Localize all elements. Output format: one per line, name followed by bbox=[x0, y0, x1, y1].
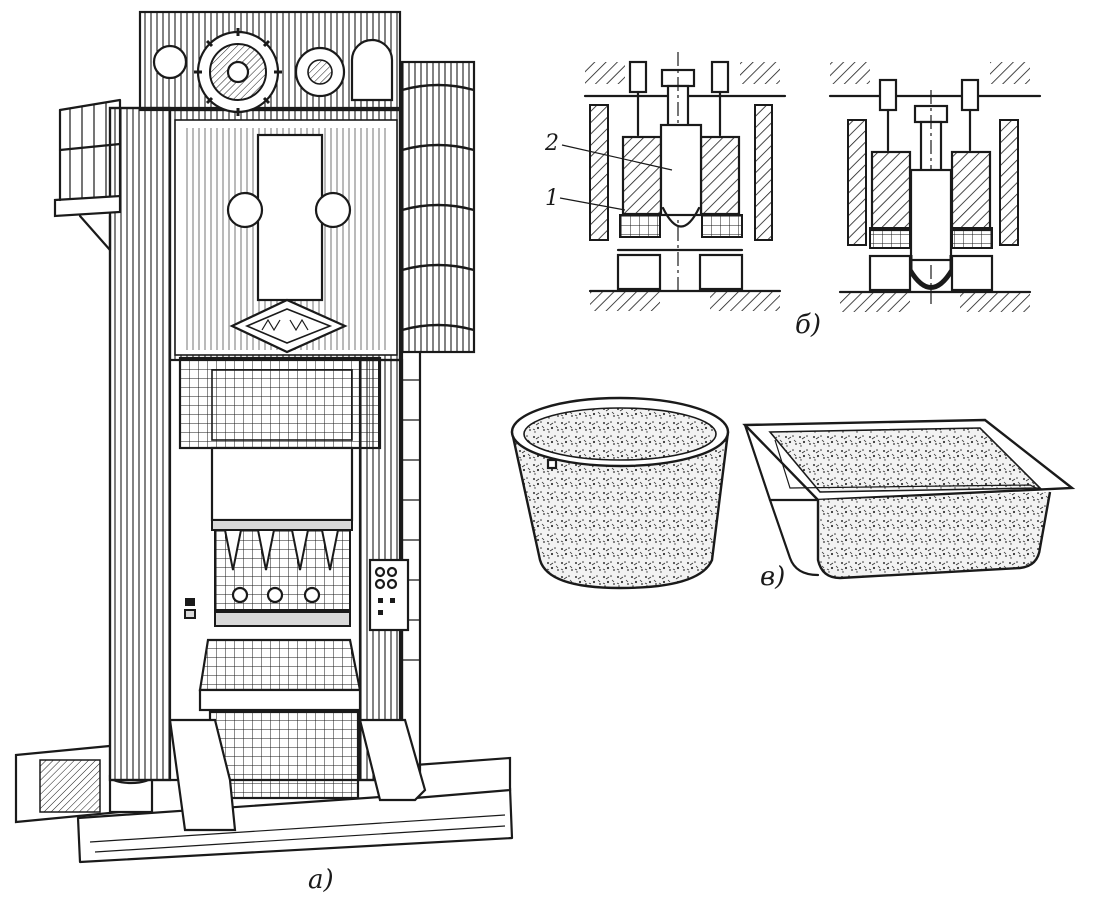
panel-v-label: в) bbox=[760, 562, 785, 592]
section-diagram-left bbox=[559, 52, 787, 311]
callout-2: 2 bbox=[544, 131, 559, 156]
top-drive bbox=[138, 10, 402, 116]
callout-1: 1 bbox=[545, 186, 559, 211]
panel-a-label: а) bbox=[308, 865, 334, 895]
panel-b-label: б) bbox=[795, 310, 821, 340]
round-basin bbox=[510, 396, 730, 590]
rectangular-bathtub bbox=[742, 418, 1076, 580]
emblem bbox=[229, 298, 348, 354]
ladder-cage bbox=[400, 60, 476, 782]
left-platform bbox=[53, 98, 122, 252]
press-machine bbox=[14, 10, 514, 864]
section-diagram-right bbox=[828, 62, 1042, 312]
control-panel bbox=[368, 558, 410, 632]
